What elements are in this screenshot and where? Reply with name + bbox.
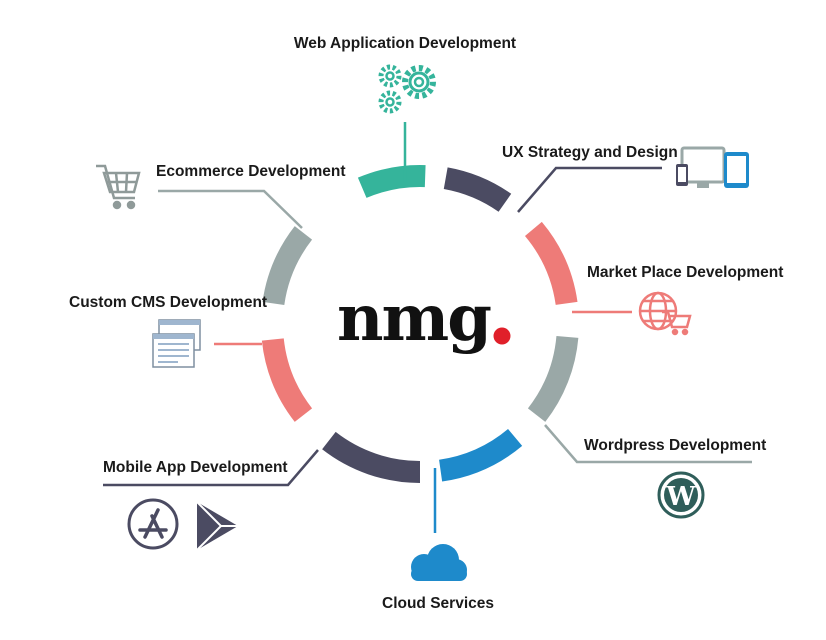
ring-segment-market	[524, 221, 578, 306]
connector-ecommerce	[158, 189, 303, 229]
devices-icon	[676, 146, 749, 188]
play-store-icon	[196, 501, 238, 551]
globe-cart-icon	[638, 291, 692, 336]
connector-lines	[103, 122, 752, 533]
label-ecommerce-development: Ecommerce Development	[156, 163, 346, 180]
gears-icon	[378, 64, 436, 114]
connector-wordpress	[544, 424, 752, 464]
cloud-icon	[411, 544, 467, 581]
logo-text: nmg	[337, 281, 491, 356]
ring-segment-cloud	[438, 428, 523, 482]
logo-dot	[493, 327, 511, 345]
wordpress-icon: W	[657, 471, 705, 519]
ring-segment-web	[357, 165, 426, 199]
ring-segment-cms	[261, 338, 313, 422]
cms-windows-icon	[152, 319, 201, 368]
connector-ux	[517, 166, 662, 213]
ring-segment-wordpress	[527, 335, 579, 422]
service-ring	[261, 165, 579, 483]
svg-text:W: W	[665, 482, 696, 512]
label-wordpress-development: Wordpress Development	[584, 437, 766, 454]
shopping-cart-icon	[96, 164, 141, 210]
label-web-application-development: Web Application Development	[294, 35, 516, 52]
label-cloud-services: Cloud Services	[382, 595, 494, 612]
ring-segment-mobile	[322, 431, 421, 483]
ring-segment-ux	[443, 167, 512, 212]
label-ux-strategy-and-design: UX Strategy and Design	[502, 144, 678, 161]
label-market-place-development: Market Place Development	[587, 264, 783, 281]
connector-mobile	[103, 449, 319, 487]
label-mobile-app-development: Mobile App Development	[103, 459, 288, 476]
ring-segment-ecommerce	[262, 226, 313, 306]
app-store-icon	[127, 498, 179, 550]
label-custom-cms-development: Custom CMS Development	[69, 294, 267, 311]
nmg-logo: nmg	[337, 281, 511, 356]
